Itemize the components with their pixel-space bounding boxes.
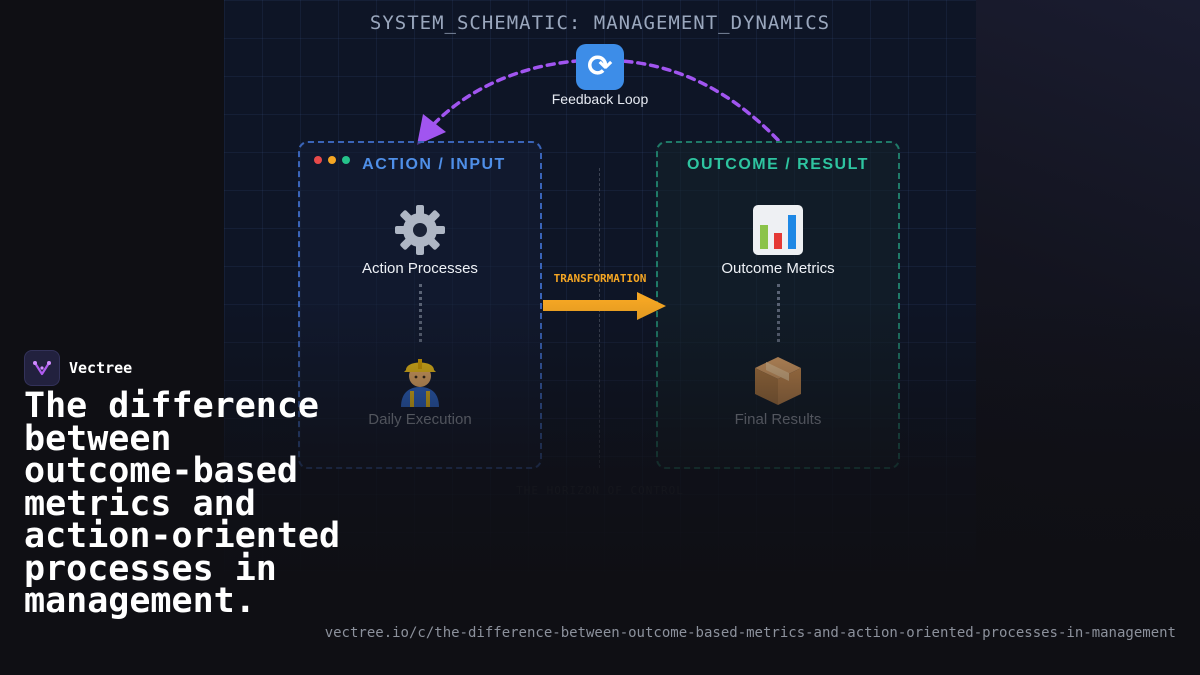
- final-results-label: Final Results: [734, 411, 822, 428]
- window-dots: [314, 156, 350, 164]
- action-connector: [419, 284, 422, 342]
- outcome-panel-title: OUTCOME / RESULT: [687, 156, 869, 173]
- green-dot: [342, 156, 350, 164]
- refresh-arrows-icon: ⟳: [576, 44, 624, 90]
- brand-name: Vectree: [69, 359, 133, 377]
- vectree-logo-icon: [24, 350, 60, 386]
- headline: The difference between outcome-based met…: [24, 386, 341, 621]
- horizon-of-control-label: THE HORIZON OF CONTROL: [516, 484, 684, 497]
- feedback-loop-label: Feedback Loop: [551, 91, 649, 107]
- feedback-arrowhead: [417, 114, 446, 145]
- diagram-title: SYSTEM_SCHEMATIC: MANAGEMENT_DYNAMICS: [369, 12, 831, 34]
- package-box-icon: [750, 353, 806, 407]
- action-panel-title: ACTION / INPUT: [362, 156, 506, 173]
- yellow-dot: [328, 156, 336, 164]
- red-dot: [314, 156, 322, 164]
- action-processes-label: Action Processes: [362, 260, 478, 277]
- outcome-connector: [777, 284, 780, 342]
- transformation-label: TRANSFORMATION: [553, 272, 647, 285]
- transformation-arrow: [543, 292, 666, 320]
- bar-chart-icon: [750, 203, 806, 257]
- outcome-metrics-label: Outcome Metrics: [721, 260, 835, 277]
- construction-worker-icon: [392, 353, 448, 407]
- gear-icon: [392, 203, 448, 257]
- outcome-result-panel: OUTCOME / RESULT Outcome Metrics Final R…: [656, 141, 900, 469]
- brand: Vectree: [24, 350, 132, 386]
- page-url[interactable]: vectree.io/c/the-difference-between-outc…: [324, 625, 1176, 641]
